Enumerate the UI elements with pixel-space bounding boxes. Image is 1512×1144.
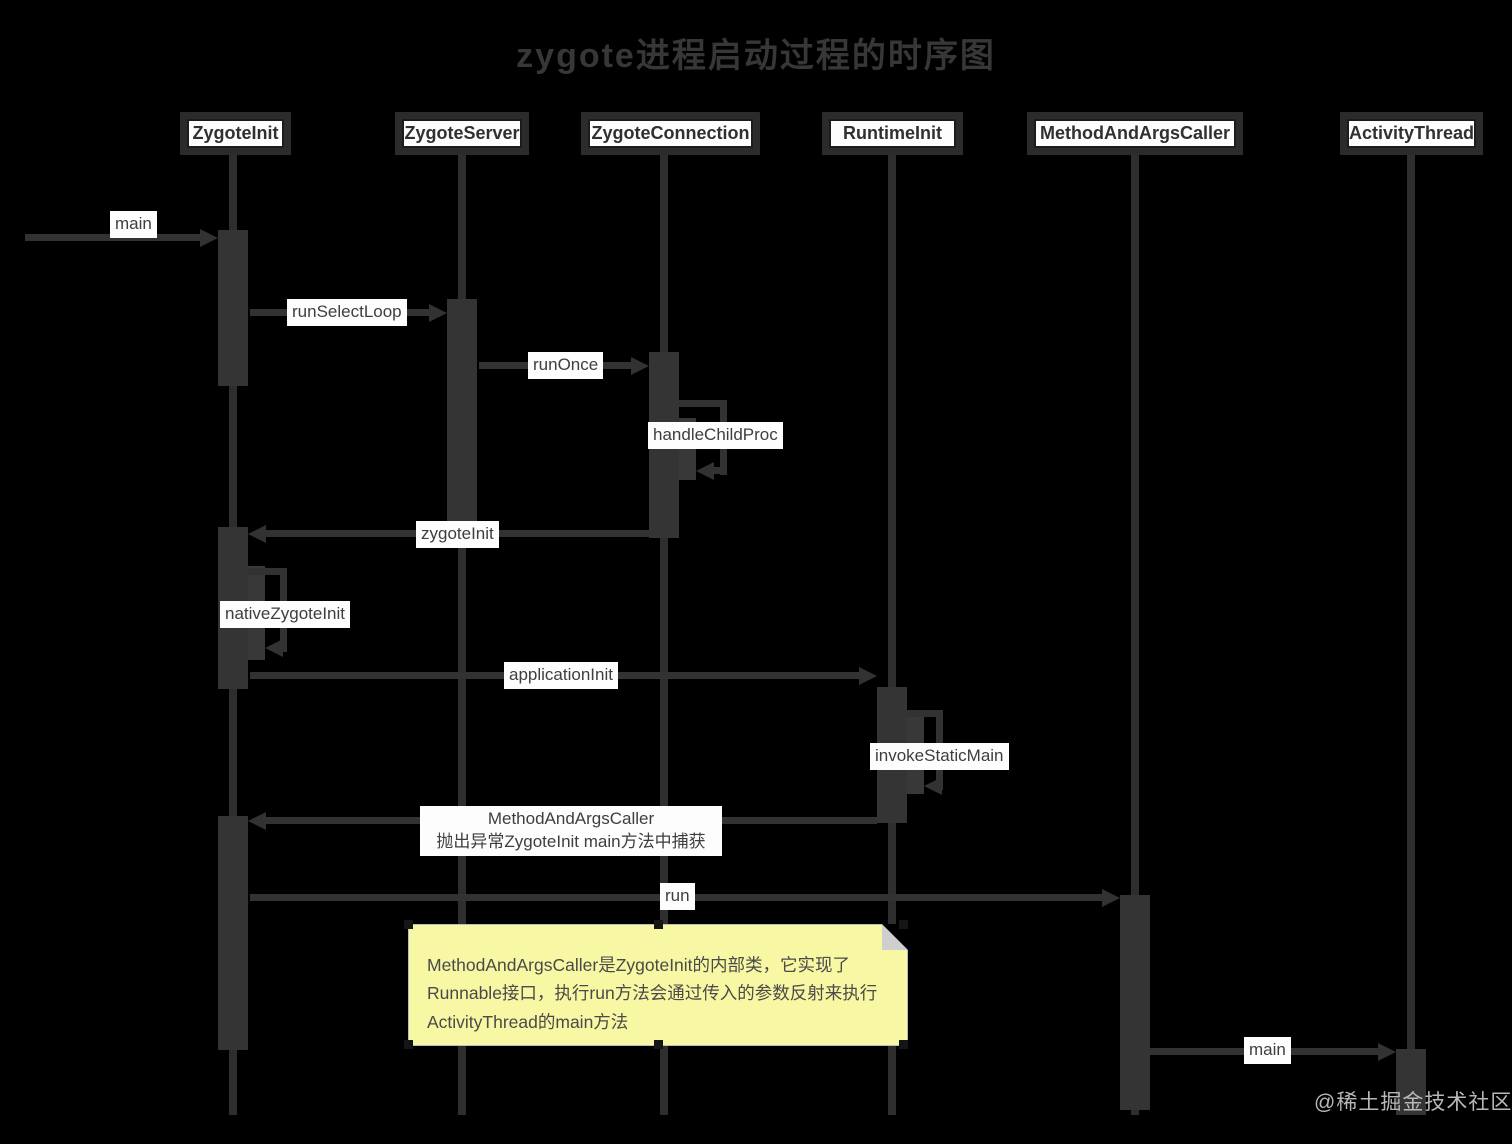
activation-zygoteinit-catch: [218, 816, 248, 1050]
note-handle: [899, 1040, 908, 1049]
activation-zygoteinit-main: [218, 230, 248, 386]
message-label-applicationinit: applicationInit: [504, 662, 618, 689]
message-label-main: main: [110, 211, 157, 238]
activation-methodandargscaller: [1120, 895, 1150, 1110]
participant-box-zygoteconnection: ZygoteConnection: [581, 112, 760, 155]
lifeline-methodandargscaller: [1131, 155, 1139, 1115]
lifeline-zygoteconnection: [660, 155, 668, 1115]
message-label-exception: MethodAndArgsCaller 抛出异常ZygoteInit main方…: [420, 806, 722, 856]
watermark: @稀土掘金技术社区: [1314, 1091, 1512, 1114]
note-handle: [654, 920, 663, 929]
activation-zygoteserver: [447, 299, 477, 536]
loop-invokestaticmain-top: [907, 710, 943, 717]
arrowhead-zygoteinit: [248, 525, 266, 543]
participant-label: ZygoteConnection: [591, 123, 750, 143]
loop-handlechildproc-top: [679, 400, 727, 407]
note-handle: [404, 920, 413, 929]
note-handle: [404, 1040, 413, 1049]
arrowhead-run: [1102, 889, 1120, 907]
message-label-nativezygoteinit: nativeZygoteInit: [220, 601, 351, 628]
arrowhead-invokestaticmain: [924, 777, 942, 795]
exception-line-1: MethodAndArgsCaller: [487, 809, 655, 828]
message-label-handlechildproc: handleChildProc: [648, 422, 783, 449]
arrowhead-main: [200, 229, 218, 247]
participant-label: ZygoteInit: [192, 123, 279, 143]
participant-label: ActivityThread: [1348, 123, 1475, 143]
loop-nativezygoteinit-bottom: [283, 644, 287, 651]
arrowhead-applicationinit: [859, 667, 877, 685]
message-label-invokestaticmain: invokeStaticMain: [870, 743, 1009, 770]
participant-label: RuntimeInit: [843, 123, 942, 143]
participant-box-zygoteserver: ZygoteServer: [395, 112, 529, 155]
activation-activitythread: [1396, 1049, 1426, 1115]
note-handle: [899, 920, 908, 929]
lifeline-runtimeinit: [888, 155, 896, 1115]
lifeline-zygoteserver: [458, 155, 466, 1115]
note-box: MethodAndArgsCaller是ZygoteInit的内部类，它实现了R…: [408, 924, 908, 1046]
arrowhead-nativezygoteinit: [265, 639, 283, 657]
participant-box-activitythread: ActivityThread: [1340, 112, 1483, 155]
message-label-zygoteinit: zygoteInit: [416, 521, 499, 548]
arrowhead-runselectloop: [429, 304, 447, 322]
exception-line-2: 抛出异常ZygoteInit main方法中捕获: [436, 831, 706, 851]
message-label-runonce: runOnce: [528, 352, 604, 379]
loop-nativezygoteinit-top: [248, 568, 287, 575]
participant-label: MethodAndArgsCaller: [1039, 123, 1230, 143]
participant-box-runtimeinit: RuntimeInit: [822, 112, 963, 155]
message-label-runselectloop: runSelectLoop: [287, 299, 407, 326]
arrowhead-runonce: [631, 357, 649, 375]
lifeline-activitythread: [1407, 155, 1415, 1115]
arrowhead-main-activitythread: [1378, 1043, 1396, 1061]
participant-box-zygoteinit: ZygoteInit: [180, 112, 291, 155]
arrowhead-exception: [248, 812, 266, 830]
diagram-title: zygote进程启动过程的时序图: [516, 37, 996, 75]
message-label-main-activitythread: main: [1244, 1037, 1291, 1064]
note-text: MethodAndArgsCaller是ZygoteInit的内部类，它实现了R…: [427, 955, 878, 1032]
arrowhead-handlechildproc: [696, 462, 714, 480]
note-handle: [654, 1040, 663, 1049]
loop-handlechildproc-bottom: [714, 467, 727, 474]
participant-box-methodandargscaller: MethodAndArgsCaller: [1027, 112, 1243, 155]
participant-label: ZygoteServer: [404, 123, 520, 143]
message-label-run: run: [660, 883, 695, 910]
